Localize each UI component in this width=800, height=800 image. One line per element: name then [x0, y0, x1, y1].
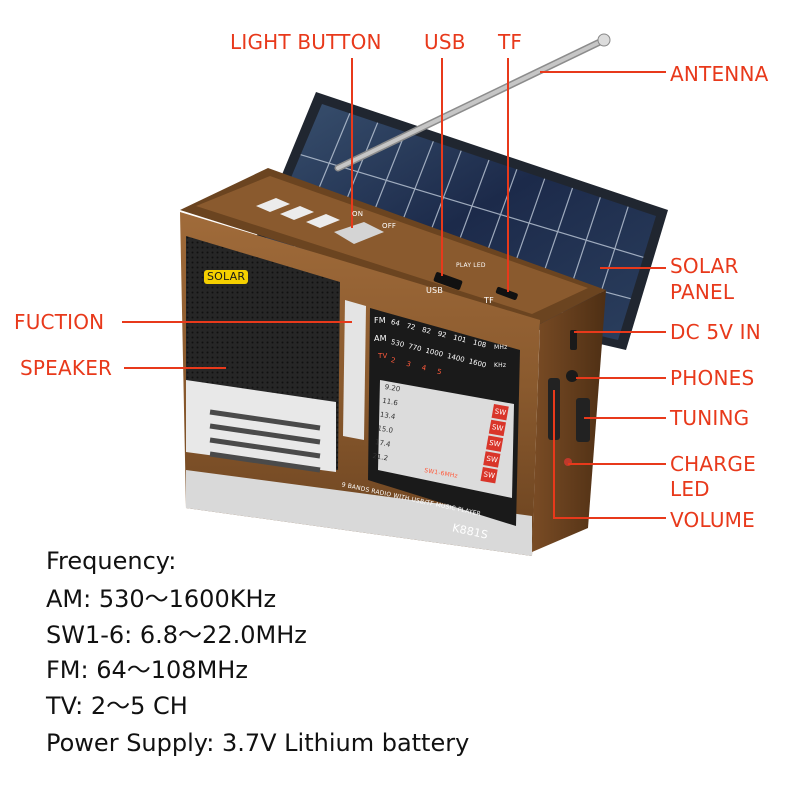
callout-solar-panel-line2: PANEL — [670, 280, 735, 304]
solar-cell-divider — [300, 154, 644, 258]
callout-fuction: FUCTION — [14, 310, 105, 334]
spec-power-supply: Power Supply: 3.7V Lithium battery — [46, 729, 470, 757]
dial-sw-badge: SW — [488, 419, 507, 437]
dial-tv-tick: 2 — [390, 356, 397, 365]
radio-side — [532, 290, 606, 552]
callout-volume: VOLUME — [670, 508, 755, 532]
on-label: ON — [352, 210, 364, 218]
dial-tv-tick: 3 — [405, 359, 412, 369]
callout-solar-panel-line1: SOLAR — [670, 254, 739, 278]
callout-line-volume — [553, 390, 666, 519]
callout-charge-led-line2: LED — [670, 477, 710, 501]
dial-tv-tick: 4 — [420, 363, 428, 373]
dial-khz-label: KHz — [494, 362, 507, 369]
callout-charge-led-line1: CHARGE — [670, 452, 756, 476]
spec-tv: TV: 2～5 CH — [46, 692, 188, 720]
off-label: OFF — [382, 222, 397, 230]
spec-am: AM: 530～1600KHz — [46, 585, 277, 613]
callout-antenna: ANTENNA — [670, 62, 769, 86]
dial-sw-badge: SW — [483, 451, 501, 468]
spec-sw: SW1-6: 6.8～22.0MHz — [46, 621, 307, 649]
antenna-rod — [334, 33, 611, 172]
top-buttons — [256, 198, 384, 244]
tf-port-label: TF — [484, 296, 494, 305]
dial-mhz-label: MHz — [494, 344, 508, 351]
spec-frequency-heading: Frequency: — [46, 547, 177, 575]
dial-am-label: AM — [374, 334, 387, 343]
callout-speaker: SPEAKER — [20, 356, 113, 380]
callout-tf: TF — [498, 30, 523, 54]
dial-tv-label: TV — [378, 352, 388, 360]
callout-tuning: TUNING — [670, 406, 750, 430]
brand-logo-text: SOLAR — [204, 270, 249, 284]
callout-phones: PHONES — [670, 366, 755, 390]
light-button-switch — [334, 222, 384, 244]
play-led-label: PLAY LED — [456, 262, 486, 269]
usb-port-label: USB — [426, 286, 444, 295]
callout-usb: USB — [424, 30, 466, 54]
callout-dc-in: DC 5V IN — [670, 320, 761, 344]
usb-port — [433, 272, 463, 290]
radio-front — [180, 212, 540, 556]
dial-sw-badge: SW — [491, 404, 510, 421]
dial-sw-row: 21.2 — [371, 451, 389, 463]
function-switch — [343, 300, 366, 440]
callout-lines — [122, 58, 666, 519]
dial-fm-label: FM — [374, 316, 386, 325]
spec-fm: FM: 64～108MHz — [46, 656, 248, 684]
tf-slot — [495, 286, 518, 300]
callout-light-button: LIGHT BUTTON — [230, 30, 382, 54]
dial-sw-badge: SW — [480, 467, 499, 484]
dial-sw-badge: SW — [486, 435, 504, 452]
